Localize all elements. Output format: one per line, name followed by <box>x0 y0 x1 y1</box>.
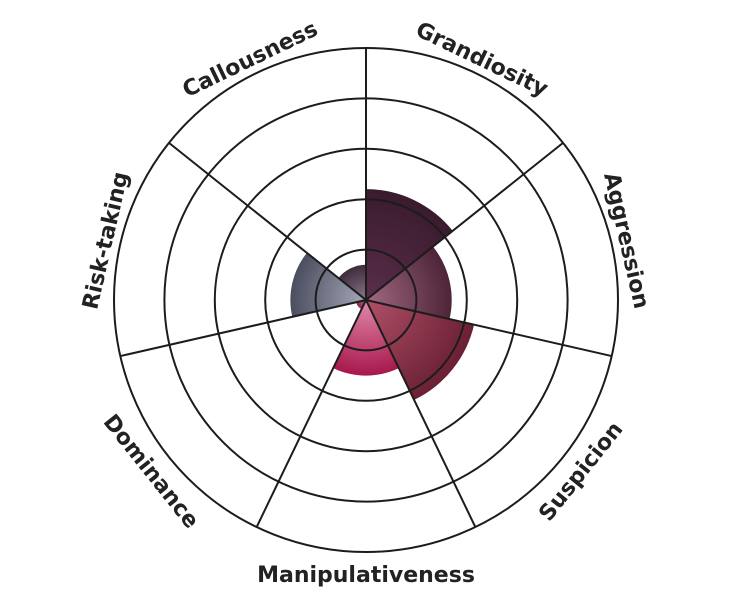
wedge-suspicion <box>366 300 475 400</box>
grid-spoke <box>120 299 367 358</box>
wedge-grandiosity <box>366 189 453 300</box>
wedge-manipulativeness <box>333 300 399 376</box>
label-manipulativeness: Manipulativeness <box>257 563 475 588</box>
grid-spoke <box>365 299 477 528</box>
label-suspicion: Suspicion <box>534 417 628 526</box>
grid-spoke <box>168 142 367 301</box>
wedge-callousness <box>338 264 366 300</box>
grid-spoke <box>365 299 612 358</box>
label-dominance: Dominance <box>98 410 204 533</box>
grid-spoke <box>365 142 564 301</box>
label-callousness: Callousness <box>179 17 322 103</box>
wedge-risk-taking <box>290 252 366 317</box>
grid-spoke <box>255 299 367 528</box>
label-grandiosity: Grandiosity <box>412 18 552 103</box>
wedges <box>290 189 475 400</box>
grid <box>113 47 619 553</box>
label-aggression: Aggression <box>598 170 653 311</box>
wedge-aggression <box>366 246 452 320</box>
label-risk-taking: Risk-taking <box>78 170 134 312</box>
